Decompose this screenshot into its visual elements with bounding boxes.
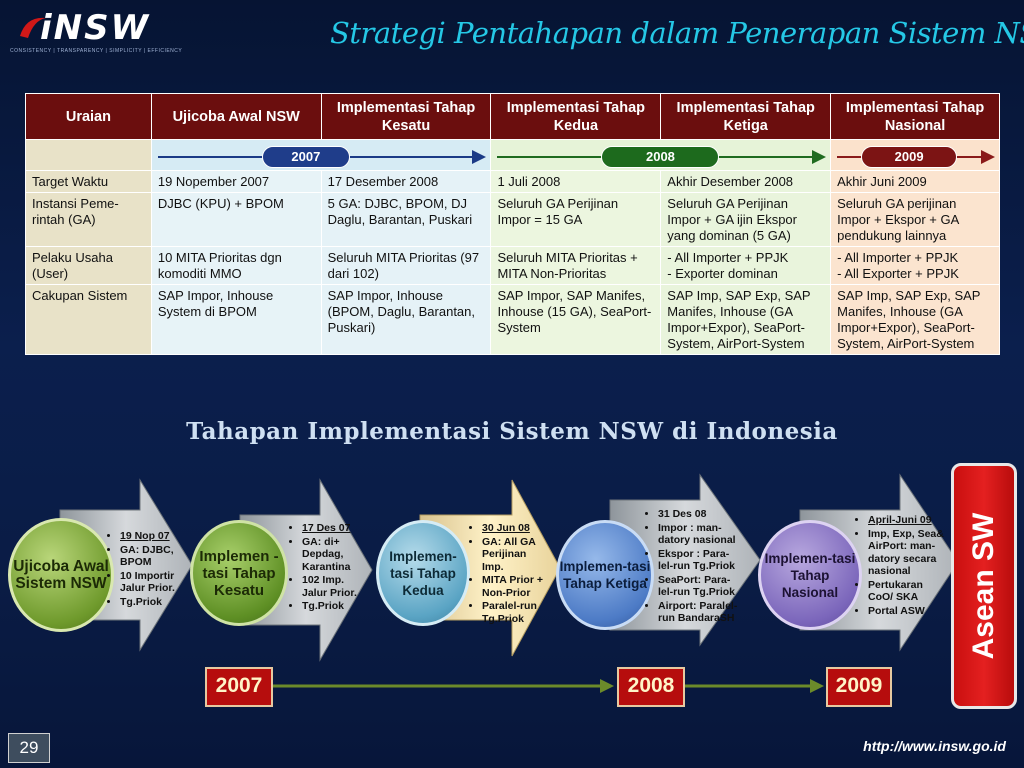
logo-tagline: CONSISTENCY | TRANSPARENCY | SIMPLICITY … bbox=[10, 48, 183, 54]
timeline-2009: 2009 bbox=[830, 139, 1000, 171]
table-header: Implementasi Tahap Nasional bbox=[830, 93, 1000, 140]
stage-bullets-4: 31 Des 08 Impor : man-datory nasional Ek… bbox=[648, 508, 740, 626]
table-cell: SAP Impor, Inhouse System di BPOM bbox=[150, 284, 322, 355]
table-header: Ujicoba Awal NSW bbox=[150, 93, 322, 140]
logo-swoosh-icon bbox=[20, 17, 46, 38]
stage-bullets-2: 17 Des 07 GA: di+ Depdag, Karantina 102 … bbox=[292, 522, 362, 614]
table-header: Implementasi Tahap Kesatu bbox=[320, 93, 492, 140]
bullet-item: Tg.Priok bbox=[120, 596, 182, 609]
stage-arrow-2 bbox=[239, 478, 373, 662]
bullet-item: Tg.Priok bbox=[302, 600, 362, 613]
table-row: Instansi Peme-rintah (GA) DJBC (KPU) + B… bbox=[25, 192, 1000, 247]
bullet-item: SeaPort: Para-lel-run Tg.Priok bbox=[658, 574, 740, 599]
table-cell: 19 Nopember 2007 bbox=[150, 170, 322, 193]
year-pill: 2009 bbox=[861, 146, 958, 168]
bullet-item: Portal ASW bbox=[868, 605, 946, 618]
table-cell: 17 Desember 2008 bbox=[320, 170, 492, 193]
logo-wordmark: iNSW bbox=[40, 8, 151, 48]
year-pill: 2008 bbox=[601, 146, 720, 168]
bullet-item: Impor : man-datory nasional bbox=[658, 522, 740, 547]
slide-title: Strategi Pentahapan dalam Penerapan Sist… bbox=[330, 16, 1024, 50]
row-label: Target Waktu bbox=[25, 170, 152, 193]
table-cell: SAP Imp, SAP Exp, SAP Manifes, Inhouse (… bbox=[830, 284, 1000, 355]
row-label: Instansi Peme-rintah (GA) bbox=[25, 192, 152, 247]
row-label: Cakupan Sistem bbox=[25, 284, 152, 355]
bullet-item: Imp, Exp, Sea& AirPort: man-datory secar… bbox=[868, 528, 946, 578]
bullet-item: GA: DJBC, BPOM bbox=[120, 544, 182, 569]
year-box-2008: 2008 bbox=[617, 667, 685, 707]
table-cell: 5 GA: DJBC, BPOM, DJ Daglu, Barantan, Pu… bbox=[320, 192, 492, 247]
diagram-subtitle: Tahapan Implementasi Sistem NSW di Indon… bbox=[186, 418, 838, 445]
bullet-item: MITA Prior + Non-Prior bbox=[482, 574, 550, 599]
table-cell: Seluruh GA Perijinan Impor = 15 GA bbox=[490, 192, 662, 247]
table-cell: Akhir Juni 2009 bbox=[830, 170, 1000, 193]
bullet-item: Paralel-run Tg.Priok bbox=[482, 600, 550, 625]
stage-chevrons bbox=[59, 473, 959, 662]
website-url[interactable]: http://www.insw.go.id bbox=[863, 738, 1006, 754]
bullet-item: Airport: Paralel-run BandaraSH bbox=[658, 600, 740, 625]
stage-bullets-5: April-Juni 09 Imp, Exp, Sea& AirPort: ma… bbox=[858, 514, 946, 618]
bullet-item: Ekspor : Para-lel-run Tg.Priok bbox=[658, 548, 740, 573]
table-cell: 1 Juli 2008 bbox=[490, 170, 662, 193]
year-box-2007: 2007 bbox=[205, 667, 273, 707]
table-header: Implementasi Tahap Ketiga bbox=[660, 93, 832, 140]
stage-label: Implemen-tasi Tahap Kedua bbox=[389, 548, 457, 598]
insw-logo: iNSW CONSISTENCY | TRANSPARENCY | SIMPLI… bbox=[10, 8, 182, 58]
bullet-item: 19 Nop 07 bbox=[120, 530, 182, 543]
table-row: Cakupan Sistem SAP Impor, Inhouse System… bbox=[25, 284, 1000, 355]
stage-circle-2: Implemen - tasi Tahap Kesatu bbox=[190, 520, 288, 626]
table-header: Implementasi Tahap Kedua bbox=[490, 93, 662, 140]
stage-label: Ujicoba Awal Sistem NSW bbox=[13, 558, 109, 592]
bullet-item: 30 Jun 08 bbox=[482, 522, 550, 535]
table-cell: 10 MITA Prioritas dgn komoditi MMO bbox=[150, 246, 322, 285]
table-cell: Seluruh GA Perijinan Impor + GA ijin Eks… bbox=[660, 192, 832, 247]
table-cell: - All Importer + PPJK - Exporter dominan bbox=[660, 246, 832, 285]
table-cell: Akhir Desember 2008 bbox=[660, 170, 832, 193]
timeline-row: 2007 2008 2009 bbox=[25, 139, 1000, 171]
bullet-item: GA: All GA Perijinan Imp. bbox=[482, 536, 550, 574]
table-cell: DJBC (KPU) + BPOM bbox=[150, 192, 322, 247]
bullet-item: 10 Importir Jalur Prior. bbox=[120, 570, 182, 595]
table-cell: SAP Impor, SAP Manifes, Inhouse (15 GA),… bbox=[490, 284, 662, 355]
year-box-2009: 2009 bbox=[826, 667, 892, 707]
stage-label: Implemen-tasi Tahap Nasional bbox=[764, 550, 856, 600]
stage-circle-5: Implemen-tasi Tahap Nasional bbox=[758, 520, 862, 630]
table-cell: Seluruh MITA Prioritas + MITA Non-Priori… bbox=[490, 246, 662, 285]
asean-sw-box: Asean SW bbox=[951, 463, 1017, 709]
table-row: Pelaku Usaha (User) 10 MITA Prioritas dg… bbox=[25, 246, 1000, 285]
table-cell: Seluruh MITA Prioritas (97 dari 102) bbox=[320, 246, 492, 285]
bullet-item: Pertukaran CoO/ SKA bbox=[868, 579, 946, 604]
table-cell: Seluruh GA perijinan Impor + Ekspor + GA… bbox=[830, 192, 1000, 247]
timeline-empty-cell bbox=[25, 139, 152, 171]
stage-bullets-1: 19 Nop 07 GA: DJBC, BPOM 10 Importir Jal… bbox=[110, 530, 182, 609]
table-row: Target Waktu 19 Nopember 2007 17 Desembe… bbox=[25, 170, 1000, 193]
table-header: Uraian bbox=[25, 93, 152, 140]
year-arrows bbox=[272, 679, 824, 693]
stage-circle-1: Ujicoba Awal Sistem NSW bbox=[8, 518, 114, 632]
strategy-table: Uraian Ujicoba Awal NSW Implementasi Tah… bbox=[25, 93, 1000, 355]
stage-circle-3: Implemen-tasi Tahap Kedua bbox=[376, 520, 470, 626]
table-cell: - All Importer + PPJK - All Exporter + P… bbox=[830, 246, 1000, 285]
stage-arrow-4 bbox=[609, 473, 761, 647]
bullet-item: GA: di+ Depdag, Karantina bbox=[302, 536, 362, 574]
table-cell: SAP Impor, Inhouse (BPOM, Daglu, Baranta… bbox=[320, 284, 492, 355]
table-header-row: Uraian Ujicoba Awal NSW Implementasi Tah… bbox=[25, 93, 1000, 140]
stage-bullets-3: 30 Jun 08 GA: All GA Perijinan Imp. MITA… bbox=[472, 522, 550, 626]
bullet-item: 102 Imp. Jalur Prior. bbox=[302, 574, 362, 599]
timeline-2008: 2008 bbox=[490, 139, 832, 171]
bullet-item: April-Juni 09 bbox=[868, 514, 946, 527]
bullet-item: 31 Des 08 bbox=[658, 508, 740, 521]
stage-label: Implemen-tasi Tahap Ketiga bbox=[559, 559, 651, 591]
bullet-item: 17 Des 07 bbox=[302, 522, 362, 535]
stage-label: Implemen - tasi Tahap Kesatu bbox=[199, 547, 279, 599]
row-label: Pelaku Usaha (User) bbox=[25, 246, 152, 285]
asean-sw-label: Asean SW bbox=[967, 512, 1000, 660]
stage-circle-4: Implemen-tasi Tahap Ketiga bbox=[556, 520, 654, 630]
table-cell: SAP Imp, SAP Exp, SAP Manifes, Inhouse (… bbox=[660, 284, 832, 355]
timeline-2007: 2007 bbox=[150, 139, 492, 171]
page-number: 29 bbox=[8, 733, 50, 763]
year-pill: 2007 bbox=[261, 146, 350, 168]
